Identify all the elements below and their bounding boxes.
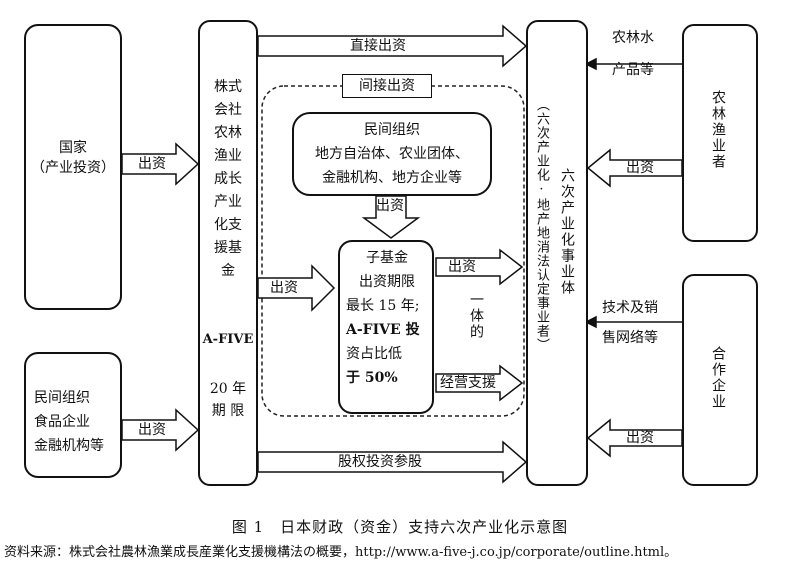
subfund-line4: A-FIVE 投 [346, 322, 420, 338]
fund-period-line1: 20 年 [209, 381, 247, 397]
arrow-equity [257, 440, 528, 484]
label-subfund-invest: 出资 [448, 259, 476, 275]
arrowhead-tech-sales [584, 315, 597, 329]
subfund-line2: 出资期限 [359, 274, 415, 290]
fund-line-8: 援基 [214, 240, 242, 256]
figure-source: 资料来源：株式会社農林漁業成長産業化支援機構法の概要，http://www.a-… [4, 545, 678, 560]
arrow-direct [257, 24, 528, 68]
fund-line-9: 金 [221, 263, 235, 279]
fund-period-line2: 期 限 [211, 403, 245, 419]
farmers-box [682, 24, 758, 242]
private-left-line2: 食品企业 [34, 414, 90, 430]
fund-line-1: 株式 [214, 79, 242, 95]
fund-period: 20 年 期 限 [198, 378, 258, 422]
state-label-line1: 国家 [59, 140, 87, 156]
label-fund-to-subfund: 出资 [270, 280, 298, 296]
label-farmers-invest: 出资 [626, 160, 654, 176]
subfund-line5: 资占比低 [346, 346, 402, 362]
business-box [526, 20, 588, 486]
fund-line-6: 产业 [214, 194, 242, 210]
fund-box [198, 20, 258, 486]
label-state-invest: 出资 [138, 156, 166, 172]
fund-line-7: 化支 [214, 217, 242, 233]
arrow-state-to-fund [121, 142, 200, 186]
arrow-business-support [435, 364, 524, 402]
label-tech-sales: 技术及销 售网络等 [602, 296, 658, 350]
label-farm-products-line1: 农林水 [612, 30, 654, 46]
arrow-farmers-invest [586, 148, 683, 188]
private-left-box [24, 352, 122, 478]
indirect-label: 间接出资 [359, 78, 415, 94]
label-tech-sales-line2: 售网络等 [602, 330, 658, 346]
arrow-fund-to-subfund [257, 264, 336, 312]
state-label-line2: （产业投资） [31, 160, 115, 176]
subfund-line6: 于 50% [346, 370, 398, 386]
label-business-support: 经营支援 [440, 375, 496, 391]
private-org-box [292, 112, 492, 196]
fund-line-5: 成长 [214, 171, 242, 187]
label-tech-sales-line1: 技术及销 [602, 300, 658, 316]
state-box [24, 24, 122, 310]
fund-abbr: A-FIVE [202, 332, 254, 347]
label-equity: 股权投资参股 [338, 454, 422, 470]
business-note: （六次产业化·地产地消法认定事业者） [534, 98, 549, 352]
partners-label: 合作企业 [710, 346, 726, 410]
label-org-to-subfund: 出资 [376, 198, 404, 214]
private-org-line3: 金融机构、地方企业等 [322, 170, 462, 186]
arrowhead-farm-products [584, 57, 597, 71]
fund-line-4: 渔业 [214, 148, 242, 164]
private-left-line1: 民间组织 [34, 390, 90, 406]
subfund-line1: 子基金 [366, 250, 408, 266]
indirect-label-box [342, 74, 432, 98]
private-left-line3: 金融机构等 [34, 438, 104, 454]
fund-line-2: 会社 [214, 102, 242, 118]
fund-name-stack: 株式 会社 农林 渔业 成长 产业 化支 援基 金 [198, 76, 258, 283]
private-org-line2: 地方自治体、农业团体、 [315, 146, 469, 162]
arrow-partners-invest [586, 418, 683, 458]
private-org-label: 民间组织 地方自治体、农业团体、 金融机构、地方企业等 [292, 118, 492, 190]
arrow-org-to-subfund [361, 195, 421, 239]
figure-caption: 图 1 日本财政（资金）支持六次产业化示意图 [231, 518, 569, 536]
subfund-box [338, 240, 434, 414]
subfund-label: 子基金 出资期限 最长 15 年; A-FIVE 投 资占比低 于 50% [340, 246, 434, 390]
label-farm-products: 农林水 产品等 [612, 26, 654, 82]
arrow-subfund-to-business [435, 248, 524, 286]
subfund-line3: 最长 15 年; [346, 298, 420, 314]
private-left-label: 民间组织 食品企业 金融机构等 [34, 386, 122, 458]
label-private-invest: 出资 [138, 422, 166, 438]
state-label: 国家 （产业投资） [24, 138, 122, 178]
farmers-label: 农林渔业者 [710, 90, 726, 170]
integrated-label: 一体的 [466, 292, 486, 362]
business-label: 六次产业化事业体 [559, 168, 575, 296]
private-org-line1: 民间组织 [364, 122, 420, 138]
arrow-private-to-fund [121, 408, 200, 452]
partners-box [682, 274, 758, 486]
label-farm-products-line2: 产品等 [612, 62, 654, 78]
label-direct: 直接出资 [350, 38, 406, 54]
fund-line-3: 农林 [214, 125, 242, 141]
label-partners-invest: 出资 [626, 430, 654, 446]
